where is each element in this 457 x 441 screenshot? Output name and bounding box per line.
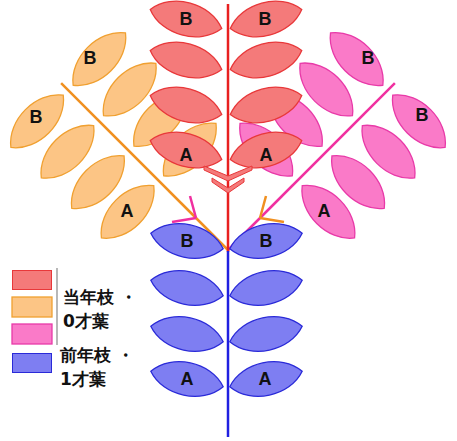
stem — [227, 251, 230, 437]
leaflet — [147, 217, 226, 265]
leaflet — [226, 217, 305, 265]
leaflet — [226, 34, 306, 85]
leaflet-label: B — [416, 105, 429, 125]
leaflet — [381, 83, 457, 159]
leaflet-label: A — [318, 201, 331, 221]
stipule — [260, 196, 266, 218]
leaflet — [319, 21, 395, 97]
legend-swatch — [12, 324, 52, 344]
leaflet — [147, 355, 226, 403]
leaflet — [147, 310, 226, 358]
stem — [227, 4, 230, 252]
leaflet — [226, 310, 305, 358]
stipule — [260, 218, 284, 222]
leaflet — [226, 355, 305, 403]
leaflet — [147, 264, 226, 312]
leaflet — [146, 34, 226, 85]
leaflet-label: B — [181, 231, 194, 251]
leaflet — [226, 79, 306, 130]
legend-swatch — [12, 270, 52, 290]
bud-scale — [204, 166, 252, 181]
leaflet — [226, 0, 306, 45]
leaflet — [226, 264, 305, 312]
leaflet-label: B — [180, 9, 193, 29]
leaflet-label: B — [84, 48, 97, 68]
legend-swatch — [12, 353, 52, 373]
leaflet — [0, 83, 75, 159]
leaflet — [146, 79, 226, 130]
leaflet-label: B — [260, 231, 273, 251]
leaflet — [226, 124, 306, 175]
leaflet-label: A — [260, 145, 273, 165]
bud-scale — [212, 178, 244, 193]
legend-text: 当年枝 ・0才葉 — [63, 285, 139, 333]
legend-swatch — [12, 297, 52, 317]
leaflet — [146, 0, 226, 45]
leaflet — [61, 21, 137, 97]
legend-text: 前年枝 ・1才葉 — [60, 343, 136, 391]
leaflet-label: B — [362, 48, 375, 68]
leaflet-label: A — [121, 201, 134, 221]
leaflet-label: A — [181, 369, 194, 389]
leaflet-label: B — [259, 9, 272, 29]
stipule — [172, 218, 196, 222]
leaflet-label: A — [180, 145, 193, 165]
stipule — [190, 196, 196, 218]
leaflet — [146, 124, 226, 175]
leaflet-label: B — [30, 107, 43, 127]
legend-bracket — [56, 268, 57, 345]
leaflet-label: A — [259, 369, 272, 389]
